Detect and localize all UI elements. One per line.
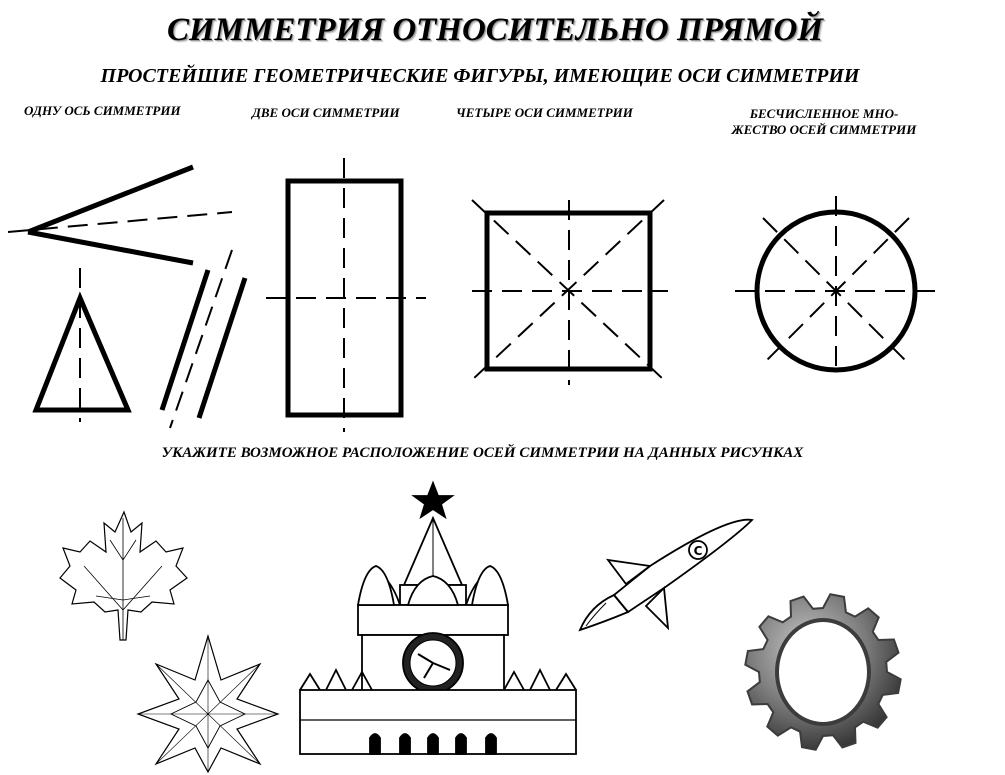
- gear-figure: [744, 593, 902, 751]
- strip-axis: [169, 249, 233, 429]
- page-title: СИММЕТРИЯ ОТНОСИТЕЛЬНО ПРЯМОЙ: [166, 12, 824, 48]
- tower-star: [411, 480, 455, 520]
- page-subtitle: ПРОСТЕЙШИЕ ГЕОМЕТРИЧЕСКИЕ ФИГУРЫ, ИМЕЮЩИ…: [100, 65, 860, 87]
- rocket-figure: C: [578, 518, 754, 632]
- angle-axis: [7, 211, 233, 233]
- kremlin-tower-figure: [299, 480, 577, 755]
- circle-figure: [735, 196, 938, 374]
- square-figure: [471, 199, 668, 385]
- gear-hole: [775, 618, 871, 726]
- maple-leaf-figure: [59, 510, 188, 641]
- square-axis-diagonal-2: [471, 199, 665, 381]
- star-figure: [136, 633, 280, 774]
- caption-infinite-line2: ЖЕСТВО ОСЕЙ СИММЕТРИИ: [731, 122, 917, 138]
- caption-infinite-axes: БЕСЧИСЛЕННОЕ МНО- ЖЕСТВО ОСЕЙ СИММЕТРИИ: [704, 106, 944, 139]
- rectangle-figure: [266, 158, 426, 432]
- rocket-porthole: [688, 540, 708, 560]
- caption-infinite-line1: БЕСЧИСЛЕННОЕ МНО-: [749, 106, 899, 121]
- caption-four-axes: ЧЕТЫРЕ ОСИ СИММЕТРИИ: [456, 105, 633, 120]
- caption-one-axis: ОДНУ ОСЬ СИММЕТРИИ: [24, 103, 181, 118]
- angle-figure: [7, 164, 233, 266]
- circle-axis-diagonal-2: [762, 217, 910, 365]
- caption-two-axes: ДВЕ ОСИ СИММЕТРИИ: [252, 105, 400, 120]
- strip-figure: [159, 249, 248, 429]
- task-text: УКАЖИТЕ ВОЗМОЖНОЕ РАСПОЛОЖЕНИЕ ОСЕЙ СИММ…: [161, 445, 804, 461]
- rocket-mark: C: [694, 544, 703, 558]
- triangle-figure: [32, 268, 132, 422]
